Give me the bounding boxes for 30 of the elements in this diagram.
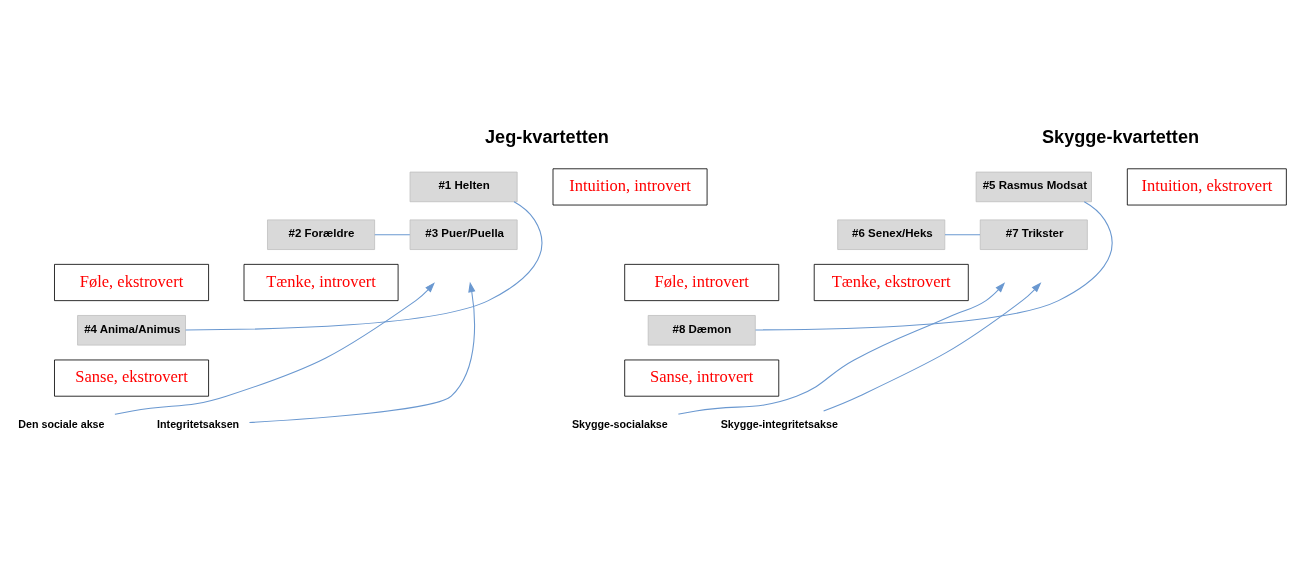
node-box: #8 Dæmon xyxy=(647,315,756,346)
label: Jeg-kvartetten xyxy=(485,126,609,147)
node-box: Sanse, ekstrovert xyxy=(54,359,209,397)
node-box: Intuition, ekstrovert xyxy=(1126,168,1287,206)
node-box: #2 Forældre xyxy=(267,219,376,250)
node-box: Tænke, ekstrovert xyxy=(813,263,969,302)
connector xyxy=(185,201,543,331)
arrow xyxy=(248,281,476,424)
node-box: Sanse, introvert xyxy=(624,359,780,397)
node-box: Tænke, introvert xyxy=(243,263,399,302)
node-box: Intuition, introvert xyxy=(552,168,708,206)
connector xyxy=(944,234,981,236)
node-box: #4 Anima/Animus xyxy=(77,315,186,346)
node-text: Den sociale akse xyxy=(18,417,105,430)
arrow xyxy=(114,282,435,415)
node-box: #1 Helten xyxy=(409,171,518,203)
arrow xyxy=(677,282,1006,415)
node-box: #3 Puer/Puella xyxy=(409,219,518,250)
node-box: Føle, introvert xyxy=(624,263,780,302)
node-box: Føle, ekstrovert xyxy=(54,263,209,302)
node-text: Skygge-socialakse xyxy=(571,417,668,430)
node-text: Skygge-integritetsakse xyxy=(720,417,838,430)
node-box: #5 Rasmus Modsat xyxy=(975,171,1092,203)
connector xyxy=(374,234,411,236)
connector xyxy=(755,201,1113,331)
node-text: Integritetsaksen xyxy=(157,417,240,430)
node-box: #7 Trikster xyxy=(979,219,1088,250)
arrow xyxy=(823,282,1042,412)
node-box: #6 Senex/Heks xyxy=(837,219,946,250)
label: Skygge-kvartetten xyxy=(1042,126,1200,147)
